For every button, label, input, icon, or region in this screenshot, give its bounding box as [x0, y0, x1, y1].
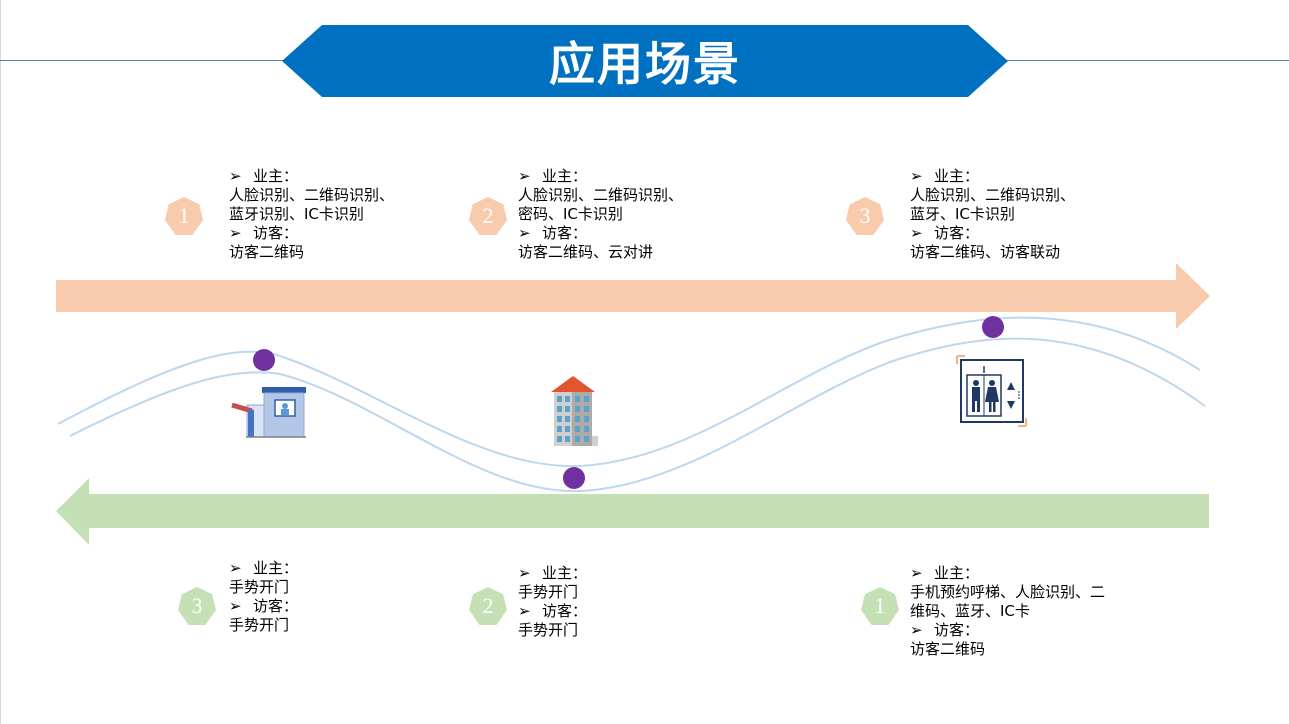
- owner-line: 人脸识别、二维码识别、: [229, 186, 395, 204]
- visitor-line: 手势开门: [518, 621, 579, 639]
- top-scenario-2: ➢ 业主： 人脸识别、二维码识别、 密码、IC卡识别 ➢ 访客： 访客二维码、云对讲: [518, 167, 683, 262]
- gatehouse-icon: [231, 387, 306, 438]
- arrow-bullet-icon: ➢: [518, 167, 531, 185]
- visitor-heading: 访客：: [542, 224, 588, 242]
- wave-dot-3: [982, 316, 1004, 338]
- top-scenario-3: ➢ 业主： 人脸识别、二维码识别、 蓝牙、IC卡识别 ➢ 访客： 访客二维码、访客联…: [910, 167, 1075, 262]
- bottom-scenario-3: ➢ 业主： 手势开门 ➢ 访客： 手势开门: [229, 559, 298, 635]
- owner-line: 手势开门: [229, 578, 290, 596]
- elevator-icon: [956, 355, 1027, 427]
- visitor-heading: 访客：: [542, 602, 588, 620]
- owner-line: 手机预约呼梯、人脸识别、二: [910, 583, 1106, 601]
- wave-dot-1: [253, 349, 275, 371]
- owner-line: 人脸识别、二维码识别、: [910, 186, 1076, 204]
- owner-line: 人脸识别、二维码识别、: [518, 186, 684, 204]
- step-badge-bottom-3: 3: [178, 587, 216, 625]
- arrow-bullet-icon: ➢: [229, 597, 242, 615]
- owner-line: 手势开门: [518, 583, 579, 601]
- owner-line: 维码、蓝牙、IC卡: [910, 602, 1030, 620]
- top-scenario-1: ➢ 业主： 人脸识别、二维码识别、 蓝牙识别、IC卡识别 ➢ 访客： 访客二维码: [229, 167, 394, 262]
- visitor-heading: 访客：: [934, 621, 980, 639]
- page-title: 应用场景: [549, 37, 741, 91]
- wave-line-lower: [69, 337, 1206, 493]
- owner-line: 蓝牙、IC卡识别: [910, 205, 1015, 223]
- owner-heading: 业主：: [542, 564, 588, 582]
- title-banner: 应用场景: [282, 25, 1008, 97]
- owner-heading: 业主：: [253, 559, 299, 577]
- arrow-bullet-icon: ➢: [229, 559, 242, 577]
- slide-left-border: [0, 0, 1, 724]
- visitor-line: 访客二维码、云对讲: [518, 243, 654, 261]
- owner-heading: 业主：: [542, 167, 588, 185]
- arrow-bullet-icon: ➢: [229, 167, 242, 185]
- arrow-bullet-icon: ➢: [229, 224, 242, 242]
- wave-line-upper: [57, 316, 1201, 468]
- step-badge-bottom-1: 1: [861, 587, 899, 625]
- owner-line: 蓝牙识别、IC卡识别: [229, 205, 364, 223]
- wave-dot-2: [563, 467, 585, 489]
- arrow-bullet-icon: ➢: [910, 224, 923, 242]
- bottom-arrow: [56, 478, 1209, 545]
- bottom-scenario-2: ➢ 业主： 手势开门 ➢ 访客： 手势开门: [518, 564, 587, 640]
- visitor-heading: 访客：: [934, 224, 980, 242]
- visitor-line: 手势开门: [229, 616, 290, 634]
- arrow-bullet-icon: ➢: [910, 167, 923, 185]
- visitor-line: 访客二维码: [910, 640, 986, 658]
- arrow-bullet-icon: ➢: [518, 564, 531, 582]
- visitor-line: 访客二维码: [229, 243, 305, 261]
- owner-heading: 业主：: [253, 167, 299, 185]
- arrow-bullet-icon: ➢: [910, 564, 923, 582]
- top-arrow: [56, 263, 1210, 329]
- visitor-heading: 访客：: [253, 597, 299, 615]
- owner-heading: 业主：: [934, 167, 980, 185]
- bottom-scenario-1: ➢ 业主： 手机预约呼梯、人脸识别、二 维码、蓝牙、IC卡 ➢ 访客： 访客二维码: [910, 564, 1105, 659]
- visitor-heading: 访客：: [253, 224, 299, 242]
- building-icon: [551, 376, 598, 446]
- step-badge-bottom-2: 2: [469, 587, 507, 625]
- step-badge-top-3: 3: [846, 197, 884, 235]
- step-badge-top-1: 1: [165, 197, 203, 235]
- visitor-line: 访客二维码、访客联动: [910, 243, 1061, 261]
- owner-line: 密码、IC卡识别: [518, 205, 623, 223]
- arrow-bullet-icon: ➢: [910, 621, 923, 639]
- step-badge-top-2: 2: [469, 197, 507, 235]
- arrow-bullet-icon: ➢: [518, 224, 531, 242]
- arrow-bullet-icon: ➢: [518, 602, 531, 620]
- owner-heading: 业主：: [934, 564, 980, 582]
